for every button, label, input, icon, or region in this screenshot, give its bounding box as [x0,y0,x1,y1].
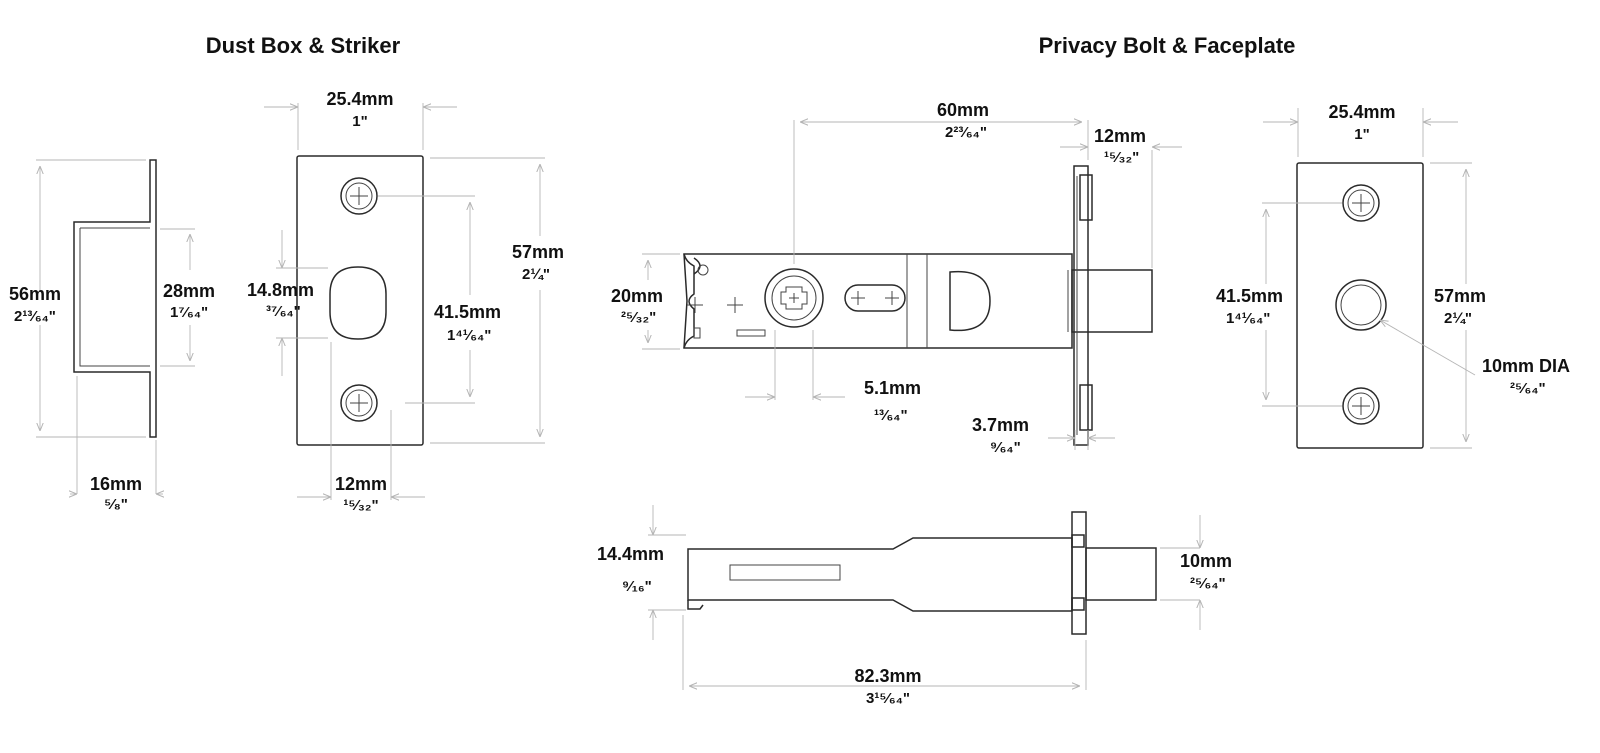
bolt-body-mm: 20mm [611,286,663,306]
bolt-spindle-in: ¹³⁄₆₄" [874,407,908,424]
bolt-faceplate-side [1073,165,1093,446]
bolt-length-in: 2²³⁄₆₄" [945,124,987,141]
side-thickness-in: ⁹⁄₁₆" [622,578,652,595]
side-dimension-lines [648,505,1200,690]
faceplate [1296,162,1424,449]
cross-mark-icon [851,291,865,305]
dust-box-dimension-lines [36,159,195,494]
bolt-body-in: ²⁵⁄₃₂" [621,309,656,326]
bolt-dimension-lines [642,120,1182,450]
striker-hole-width-mm: 12mm [335,474,387,494]
bolt-plate-mm: 3.7mm [972,415,1029,435]
bolt-spindle-mm: 5.1mm [864,378,921,398]
side-length-in: 3¹⁵⁄₆₄" [866,690,910,707]
striker-width-mm: 25.4mm [326,89,393,109]
faceplate-hole-mm: 10mm DIA [1482,356,1570,376]
bolt-length-mm: 60mm [937,100,989,120]
faceplate-screws-mm: 41.5mm [1216,286,1283,306]
dust-box-height-mm: 56mm [9,284,61,304]
screw-icon [340,384,378,422]
striker-hole-mm: 14.8mm [247,280,314,300]
privacy-bolt-faceplate-title: Privacy Bolt & Faceplate [1039,33,1296,58]
dust-box-profile [73,159,157,438]
side-bolt-mm: 10mm [1180,551,1232,571]
side-thickness-mm: 14.4mm [597,544,664,564]
faceplate-hole-in: ²⁵⁄₆₄" [1510,380,1546,397]
dust-box-inner-in: 1⁷⁄₆₄" [170,304,208,321]
striker-screws-mm: 41.5mm [434,302,501,322]
cross-mark-icon [727,297,743,313]
dust-box-striker-title: Dust Box & Striker [206,33,401,58]
faceplate-screws-in: 1⁴¹⁄₆₄" [1226,310,1270,327]
striker-height-in: 2¼" [522,266,550,283]
dust-box-height-in: 2¹³⁄₆₄" [14,308,56,325]
privacy-bolt-body [683,253,1153,349]
privacy-bolt-side [687,511,1157,635]
side-length-mm: 82.3mm [854,666,921,686]
striker-hole-width-in: ¹⁵⁄₃₂" [343,497,378,514]
screw-icon [1342,184,1380,222]
striker-height-mm: 57mm [512,242,564,262]
striker-width-in: 1" [352,113,367,130]
faceplate-height-in: 2¼" [1444,310,1472,327]
dust-box-depth-in: ⁵⁄₈" [104,496,128,513]
striker-hole-in: ³⁷⁄₆₄" [266,303,301,320]
bolt-face-mm: 12mm [1094,126,1146,146]
dust-box-inner-mm: 28mm [163,281,215,301]
side-bolt-in: ²⁵⁄₆₄" [1190,575,1226,592]
cross-mark-icon [885,291,899,305]
dust-box-depth-mm: 16mm [90,474,142,494]
bolt-face-in: ¹⁵⁄₃₂" [1104,149,1139,166]
faceplate-width-mm: 25.4mm [1328,102,1395,122]
faceplate-height-mm: 57mm [1434,286,1486,306]
screw-icon [1342,387,1380,425]
screw-icon [340,177,378,215]
striker-screws-in: 1⁴¹⁄₆₄" [447,327,491,344]
cross-mark-icon [687,297,703,313]
striker-dimension-lines [264,103,545,500]
faceplate-dimension-lines [1262,108,1476,449]
bolt-plate-in: ⁹⁄₆₄" [990,439,1021,456]
faceplate-width-in: 1" [1354,126,1369,143]
striker-plate [296,155,424,446]
